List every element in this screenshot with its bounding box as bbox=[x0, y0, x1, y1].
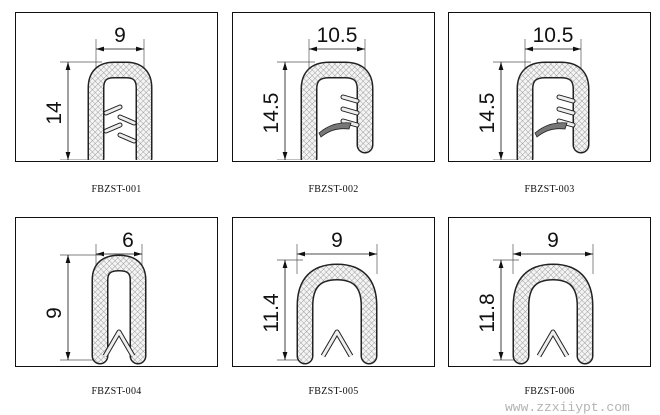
steel-insert bbox=[318, 122, 352, 138]
gripping-fin bbox=[341, 95, 359, 103]
width-dimension: 10.5 bbox=[533, 24, 574, 47]
product-code: FBZST-006 bbox=[524, 386, 575, 397]
profile-drawing: 9 11.8 bbox=[476, 229, 594, 365]
profile-drawing: 10.5 14.5 bbox=[260, 24, 374, 160]
profile-card-2: 10.5 14.5 bbox=[232, 12, 435, 162]
product-code: FBZST-004 bbox=[91, 386, 142, 397]
width-dimension: 9 bbox=[547, 229, 559, 252]
inner-lip bbox=[537, 330, 569, 357]
profile-body bbox=[514, 265, 592, 363]
gripping-fin bbox=[104, 105, 122, 115]
width-dimension: 9 bbox=[114, 24, 126, 47]
gripping-fin bbox=[118, 133, 136, 143]
gripping-fin bbox=[557, 107, 575, 115]
inner-lip bbox=[102, 329, 136, 358]
profile-body bbox=[302, 63, 372, 160]
inner-lip bbox=[320, 329, 354, 358]
width-dimension: 10.5 bbox=[317, 24, 358, 47]
gripping-fin bbox=[341, 107, 359, 115]
product-code: FBZST-002 bbox=[308, 184, 359, 195]
gripping-fin bbox=[557, 95, 575, 103]
gripping-fin bbox=[118, 115, 136, 125]
inner-lip bbox=[536, 329, 570, 358]
width-dimension: 6 bbox=[122, 229, 134, 252]
height-dimension: 11.4 bbox=[260, 293, 283, 333]
height-dimension: 14.5 bbox=[476, 93, 499, 134]
height-dimension: 14.5 bbox=[260, 93, 283, 134]
height-dimension: 11.8 bbox=[476, 293, 499, 332]
gripping-fin bbox=[104, 123, 122, 133]
profile-drawing: 9 14 bbox=[43, 24, 153, 160]
height-dimension: 14 bbox=[43, 101, 66, 125]
watermark: www.zzxiiypt.com bbox=[505, 400, 630, 415]
inner-lip bbox=[103, 330, 135, 357]
width-dimension: 9 bbox=[331, 229, 343, 252]
profile-body bbox=[93, 256, 145, 363]
profile-body bbox=[89, 63, 151, 160]
profile-card-6: 9 11.8 bbox=[448, 217, 651, 367]
product-code: FBZST-005 bbox=[308, 386, 359, 397]
profile-drawing: 9 11.4 bbox=[260, 229, 378, 365]
profile-card-3: 10.5 14.5 bbox=[448, 12, 651, 162]
height-dimension: 9 bbox=[43, 307, 66, 319]
profile-drawing: 10.5 14.5 bbox=[476, 24, 590, 160]
steel-insert bbox=[534, 122, 568, 138]
inner-lip bbox=[321, 330, 353, 357]
product-code: FBZST-003 bbox=[524, 184, 575, 195]
profile-card-4: 6 9 bbox=[15, 217, 218, 367]
profile-body bbox=[298, 265, 376, 363]
profile-card-1: 9 14 bbox=[15, 12, 218, 162]
product-code: FBZST-001 bbox=[91, 184, 142, 195]
profile-drawing: 6 9 bbox=[43, 229, 147, 365]
profile-body bbox=[518, 63, 588, 160]
profile-card-5: 9 11.4 bbox=[232, 217, 435, 367]
